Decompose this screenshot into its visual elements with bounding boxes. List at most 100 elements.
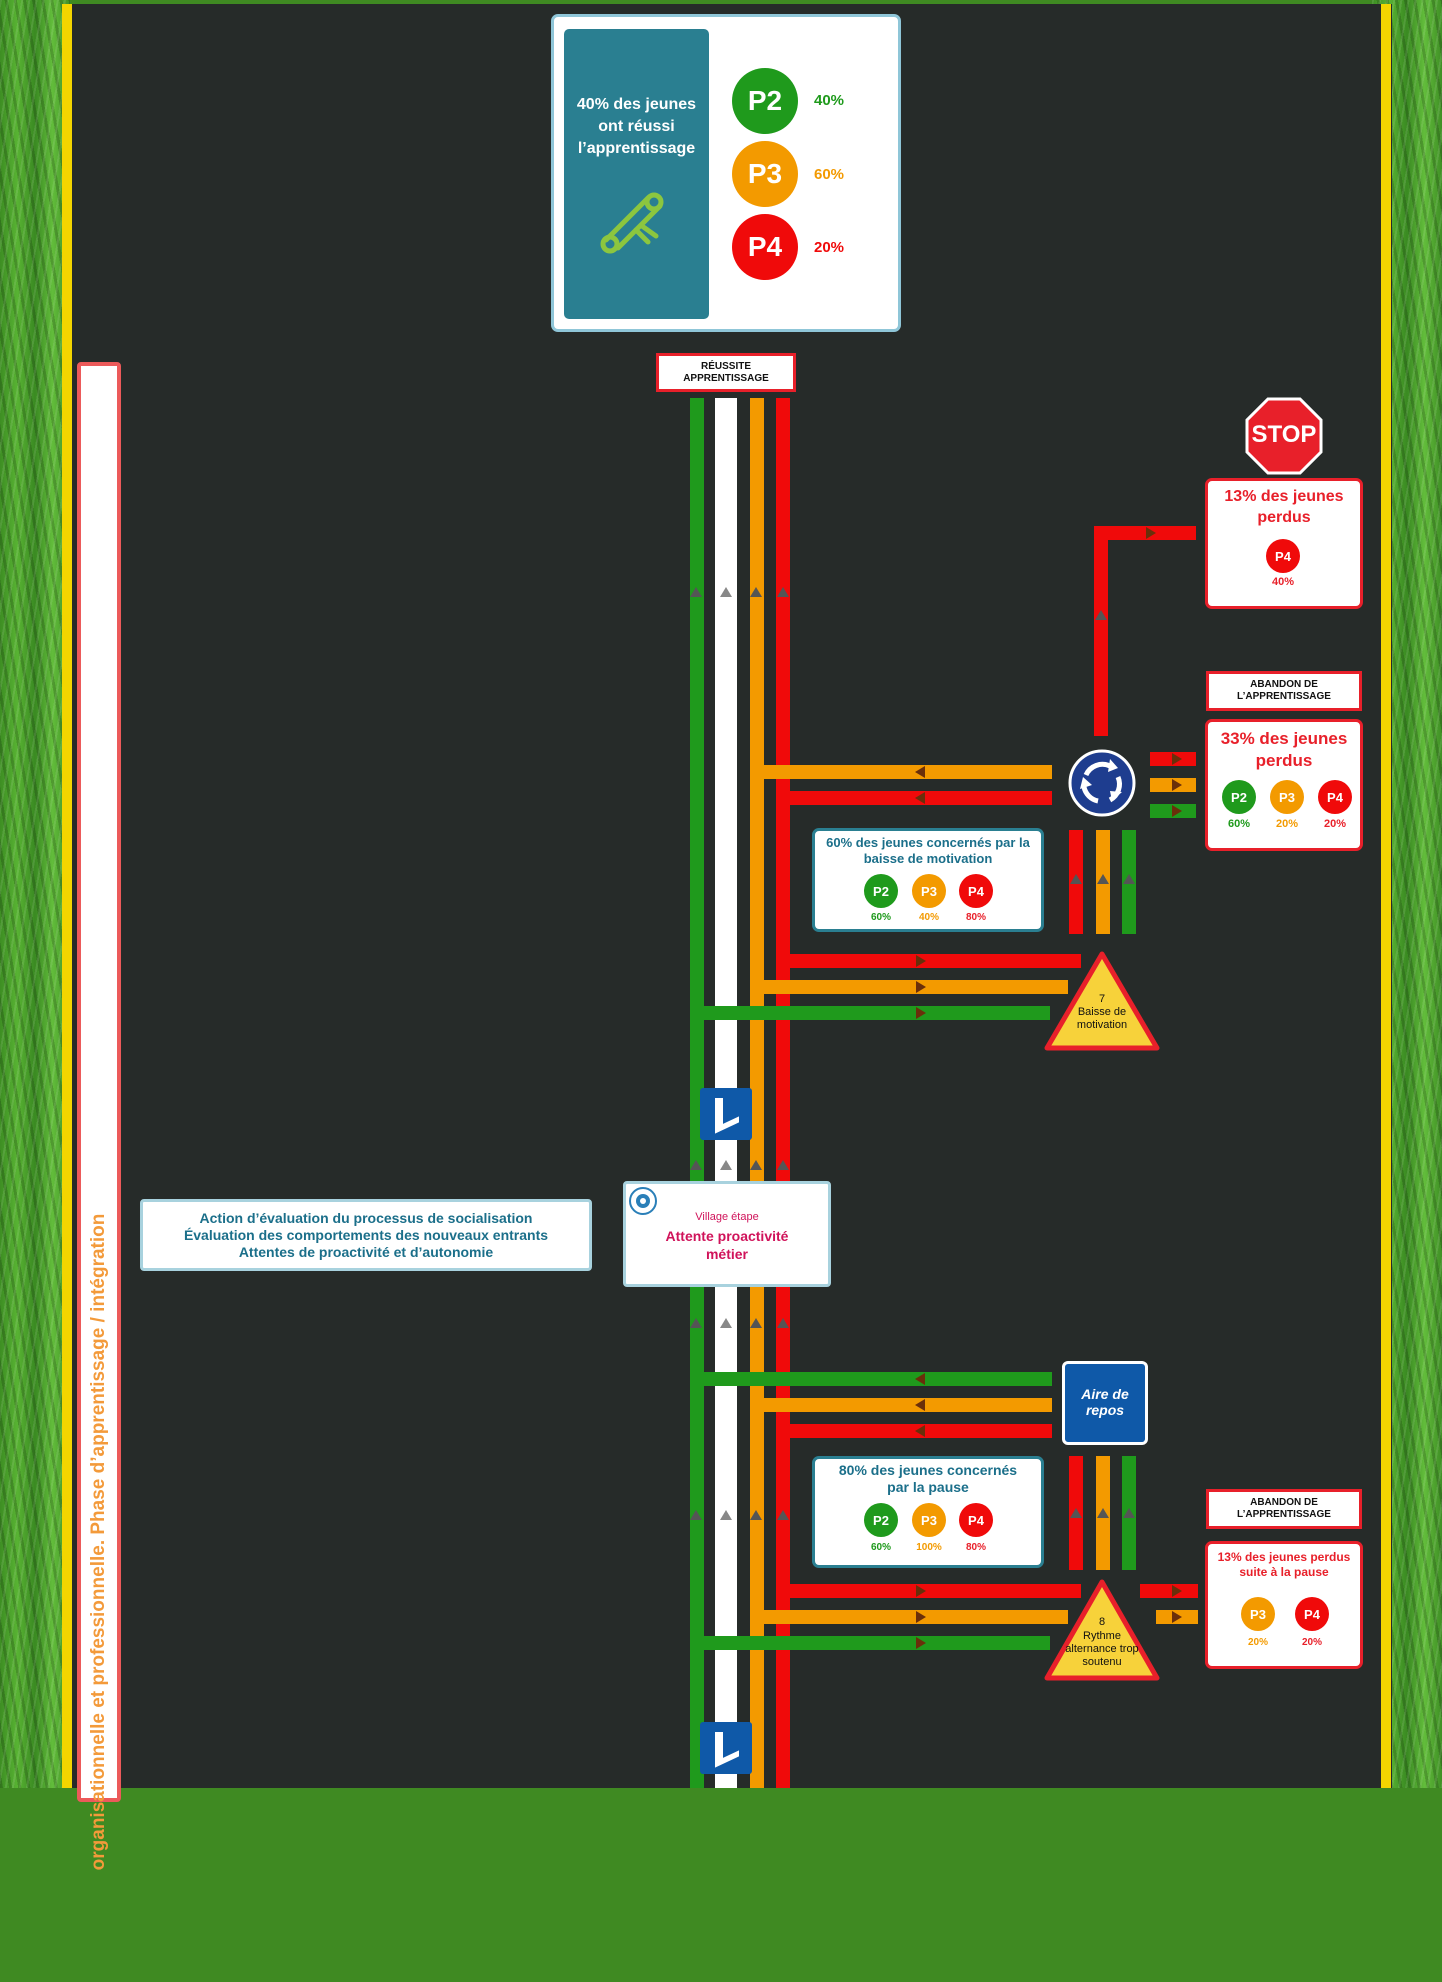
left-arrow xyxy=(915,1399,925,1411)
abandon-label-1: ABANDON DE L’APPRENTISSAGE xyxy=(1206,671,1362,711)
abandon1-title: 33% des jeunes perdus xyxy=(1220,729,1348,770)
warning-sign-8-icon xyxy=(1044,1579,1160,1681)
stub-red-abandon2 xyxy=(1140,1584,1198,1598)
lane-red-return1 xyxy=(776,791,1052,805)
success-title: 40% des jeunes ont réussi l’apprentissag… xyxy=(576,96,697,157)
up-arrow xyxy=(1097,1508,1109,1518)
warning-sign-7-icon xyxy=(1044,951,1160,1051)
motivation-title: 60% des jeunes concernés par la baisse d… xyxy=(826,835,1030,866)
abandon2-p3-badge: P3 xyxy=(1241,1597,1275,1631)
right-arrow xyxy=(916,1637,926,1649)
lane-orange-branch7 xyxy=(750,980,1068,994)
right-arrow xyxy=(916,1007,926,1019)
road-edge-right xyxy=(1381,4,1391,1788)
lane-green-branch7 xyxy=(690,1006,1050,1020)
abandon2-p4-value: 20% xyxy=(1301,1637,1322,1648)
village-sub: Village étape xyxy=(695,1211,759,1223)
motivation-p2-badge: P2 xyxy=(864,874,898,908)
up-arrow xyxy=(1070,874,1082,884)
left-arrow xyxy=(915,1425,925,1437)
up-arrow xyxy=(690,1160,702,1170)
aire-de-repos-sign xyxy=(1062,1361,1148,1445)
abandon1-p2-value: 60% xyxy=(1227,818,1251,830)
grass-left xyxy=(0,0,70,1788)
p3-badge: P3 xyxy=(732,141,798,207)
right-arrow xyxy=(1172,1585,1182,1597)
up-arrow xyxy=(720,1510,732,1520)
stop-card xyxy=(1205,478,1363,609)
up-arrow xyxy=(750,1160,762,1170)
p3-value: 60% xyxy=(814,166,845,183)
pause-p4-badge: P4 xyxy=(959,1503,993,1537)
lane-green-branch8 xyxy=(690,1636,1050,1650)
village-title: Attente proactivité métier xyxy=(665,1228,789,1262)
stop-text: STOP xyxy=(1251,421,1317,448)
side-label: organisationnelle et professionnelle. Ph… xyxy=(88,1213,109,1871)
left-arrow xyxy=(915,1373,925,1385)
up-arrow xyxy=(720,1318,732,1328)
pause-p3-badge: P3 xyxy=(912,1503,946,1537)
lane-orange-return1 xyxy=(750,765,1052,779)
lane-red-branch8 xyxy=(776,1584,1081,1598)
p2-badge: P2 xyxy=(732,68,798,134)
up-arrow xyxy=(777,1160,789,1170)
up-arrow xyxy=(1123,1508,1135,1518)
stop-icon xyxy=(1245,397,1323,475)
abandon1-p4-badge: P4 xyxy=(1318,780,1352,814)
up-arrow xyxy=(720,587,732,597)
up-arrow xyxy=(690,587,702,597)
reussite-label: RÉUSSITE APPRENTISSAGE xyxy=(656,353,796,392)
lane-orange-branch8 xyxy=(750,1610,1068,1624)
parking-icon xyxy=(715,1098,723,1128)
abandon2-p4-badge: P4 xyxy=(1295,1597,1329,1631)
lane-red-to-stop-horizontal xyxy=(1094,526,1196,540)
up-arrow xyxy=(1097,874,1109,884)
stop-p4-value: 40% xyxy=(1271,576,1295,588)
action-box xyxy=(140,1199,592,1271)
motivation-p4-value: 80% xyxy=(965,912,986,923)
p4-badge: P4 xyxy=(732,214,798,280)
up-arrow xyxy=(750,1318,762,1328)
lane-orange-return2 xyxy=(750,1398,1052,1412)
p2-value: 40% xyxy=(814,92,845,109)
right-arrow xyxy=(916,1585,926,1597)
lane-red-main xyxy=(776,398,790,1788)
action-line-3: Attentes de proactivité et d’autonomie xyxy=(238,1244,494,1260)
village-box xyxy=(623,1181,831,1287)
sign7-number: 7 xyxy=(1098,993,1106,1005)
roundabout-icon xyxy=(1068,749,1136,817)
lane-red-branch7 xyxy=(776,954,1081,968)
right-arrow xyxy=(1146,527,1156,539)
pause-p4-value: 80% xyxy=(965,1542,986,1553)
right-arrow xyxy=(1172,779,1182,791)
abandon-label-2: ABANDON DE L’APPRENTISSAGE xyxy=(1206,1489,1362,1529)
village-logo-icon xyxy=(629,1187,657,1215)
left-arrow xyxy=(915,766,925,778)
motivation-p3-badge: P3 xyxy=(912,874,946,908)
up-arrow xyxy=(777,587,789,597)
right-arrow xyxy=(1172,805,1182,817)
abandon1-p4-value: 20% xyxy=(1323,818,1347,830)
motivation-p2-value: 60% xyxy=(870,912,891,923)
diploma-icon xyxy=(600,192,664,254)
abandon1-p3-value: 20% xyxy=(1275,818,1299,830)
parking-icon xyxy=(715,1732,723,1762)
right-arrow xyxy=(1172,753,1182,765)
motivation-p4-badge: P4 xyxy=(959,874,993,908)
left-arrow xyxy=(915,792,925,804)
up-arrow xyxy=(1070,1508,1082,1518)
up-arrow xyxy=(750,1510,762,1520)
right-arrow xyxy=(916,1611,926,1623)
up-arrow xyxy=(750,587,762,597)
up-arrow xyxy=(777,1510,789,1520)
road-edge-left xyxy=(62,4,72,1788)
action-line-1: Action d’évaluation du processus de soci… xyxy=(199,1210,533,1226)
stop-p4-badge: P4 xyxy=(1266,539,1300,573)
lane-orange-main xyxy=(750,398,764,1788)
motivation-p3-value: 40% xyxy=(918,912,939,923)
parking-sign-1 xyxy=(700,1088,752,1140)
up-arrow xyxy=(690,1318,702,1328)
pause-title: 80% des jeunes concernés par la pause xyxy=(838,1462,1018,1495)
abandon1-p3-badge: P3 xyxy=(1270,780,1304,814)
up-arrow xyxy=(720,1160,732,1170)
